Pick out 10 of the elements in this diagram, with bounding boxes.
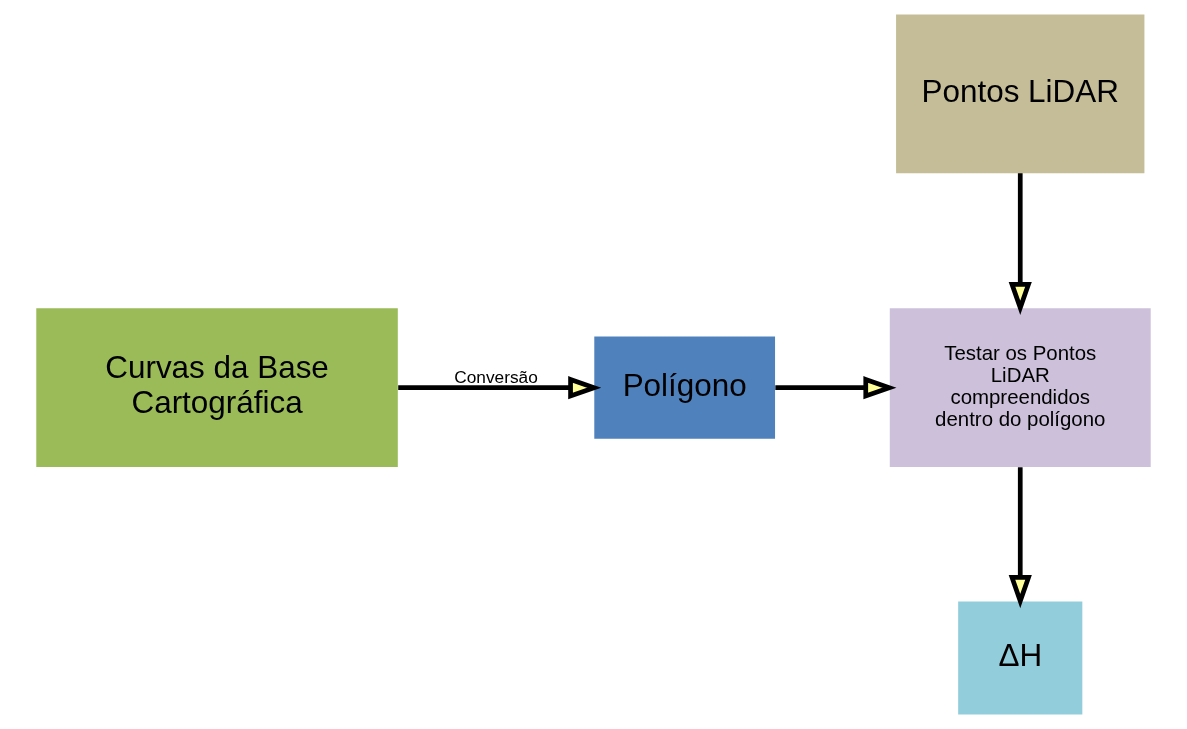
node-box: Polígono: [594, 336, 776, 439]
arrow: [398, 376, 602, 400]
arrow: [1008, 173, 1032, 316]
arrow: [1008, 467, 1032, 609]
edge-label: Conversão: [454, 366, 538, 387]
node-box: Pontos LiDAR: [896, 14, 1145, 174]
node-box: Testar os Pontos LiDAR compreendidos dentro do polígono: [889, 308, 1151, 468]
node-box: ΔH: [958, 601, 1083, 715]
node-box: Curvas da Base Cartográfica: [36, 308, 398, 468]
arrow: [775, 376, 897, 400]
